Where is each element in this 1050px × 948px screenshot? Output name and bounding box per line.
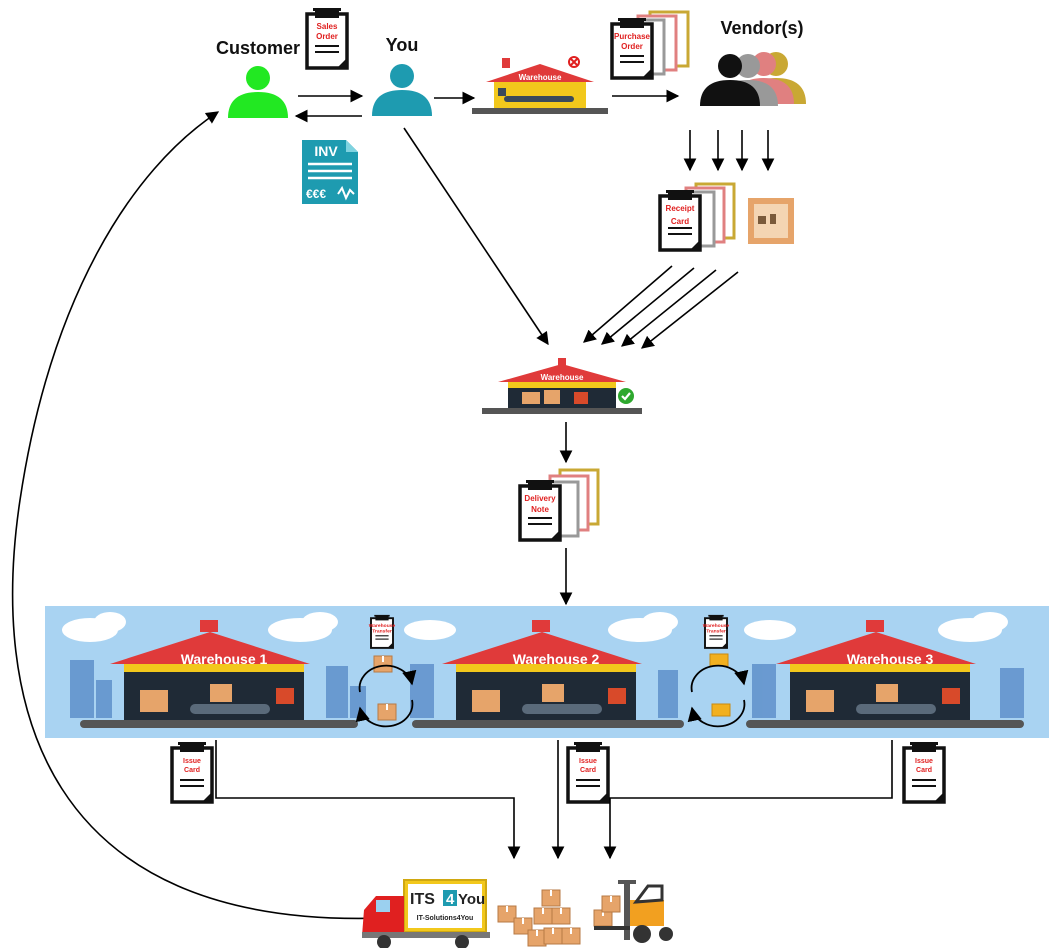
warehouse-2-label: Warehouse 2: [513, 651, 600, 667]
delivery-note-text-1: Delivery: [524, 494, 556, 503]
transfer-2-text-1: Warehouse: [703, 623, 730, 629]
you-icon: [372, 64, 432, 116]
middle-warehouse-label: Warehouse: [541, 373, 584, 382]
you-label: You: [386, 35, 419, 55]
truck-brand-4: 4: [446, 891, 455, 908]
invoice-currency: €€€: [306, 187, 326, 201]
delivery-note-text-2: Note: [531, 505, 549, 514]
customer-label: Customer: [216, 38, 300, 58]
truck-brand-sub: IT-Solutions4You: [417, 915, 474, 922]
ready-icon: [618, 388, 634, 404]
purchase-order-docs: Purchase Order: [610, 10, 690, 80]
issue-card-1-text-2: Card: [184, 767, 200, 774]
warehouse-2: Warehouse 2: [412, 620, 684, 728]
vendors-icon: [700, 52, 806, 106]
arrow-shipping-to-customer: [11, 111, 385, 920]
issue-card-1-text-1: Issue: [183, 758, 201, 765]
truck-brand-you: You: [458, 891, 485, 908]
top-warehouse: Warehouse: [472, 56, 608, 114]
purchase-order-text-1: Purchase: [614, 32, 651, 41]
transfer-1-2: Warehouse Transfer: [355, 613, 417, 728]
sales-order-text-2: Order: [316, 32, 338, 41]
arrow-you-to-middle-warehouse: [403, 127, 549, 346]
sales-order-text-1: Sales: [317, 22, 338, 31]
invoice-label: INV: [314, 143, 338, 159]
middle-warehouse: Warehouse: [482, 358, 642, 414]
customer-node: Customer: [216, 38, 300, 118]
warehouse-1-label: Warehouse 1: [181, 651, 268, 667]
issue-card-3-text-1: Issue: [915, 758, 933, 765]
delivery-truck: ITS 4 You IT-Solutions4You: [362, 879, 490, 948]
top-warehouse-label: Warehouse: [519, 73, 562, 82]
issue-card-1: Issue Card: [170, 740, 214, 804]
arrows-receipts-to-warehouse: [583, 265, 739, 349]
purchase-order-text-2: Order: [621, 42, 643, 51]
warehouse-3-label: Warehouse 3: [847, 651, 934, 667]
transfer-2-text-2: Transfer: [706, 629, 726, 635]
issue-card-2: Issue Card: [566, 740, 610, 804]
receipt-card-text-1: Receipt: [666, 204, 695, 213]
forklift-icon: [593, 880, 673, 943]
arrows-vendors-to-receipts: [683, 130, 775, 172]
warehouse-1: Warehouse 1: [80, 620, 358, 728]
issue-arrows: [215, 740, 893, 860]
warehouse-3: Warehouse 3: [746, 620, 1024, 728]
receipt-card-text-2: Card: [671, 217, 689, 226]
issue-card-2-text-2: Card: [580, 767, 596, 774]
invoice-doc: INV €€€: [302, 140, 358, 204]
receipt-card-docs: Receipt Card: [658, 182, 736, 252]
issue-card-3: Issue Card: [902, 740, 946, 804]
warehouses-banner: Warehouse 1 Warehouse 2 Wareho: [45, 606, 1049, 738]
issue-card-2-text-1: Issue: [579, 758, 597, 765]
transfer-1-text-1: Warehouse: [369, 623, 396, 629]
sales-order-doc: Sales Order: [305, 6, 349, 70]
package-box-icon: [748, 198, 794, 244]
transfer-1-text-2: Transfer: [372, 629, 392, 635]
boxes-icon: [497, 889, 581, 947]
transfer-2-3: Warehouse Transfer: [687, 613, 749, 728]
issue-card-3-text-2: Card: [916, 767, 932, 774]
vendors-node: Vendor(s): [700, 18, 806, 106]
you-node: You: [372, 35, 432, 116]
customer-icon: [228, 66, 288, 118]
vendors-label: Vendor(s): [720, 18, 803, 38]
truck-brand-its: ITS: [410, 891, 435, 908]
delivery-note-docs: Delivery Note: [518, 468, 600, 542]
